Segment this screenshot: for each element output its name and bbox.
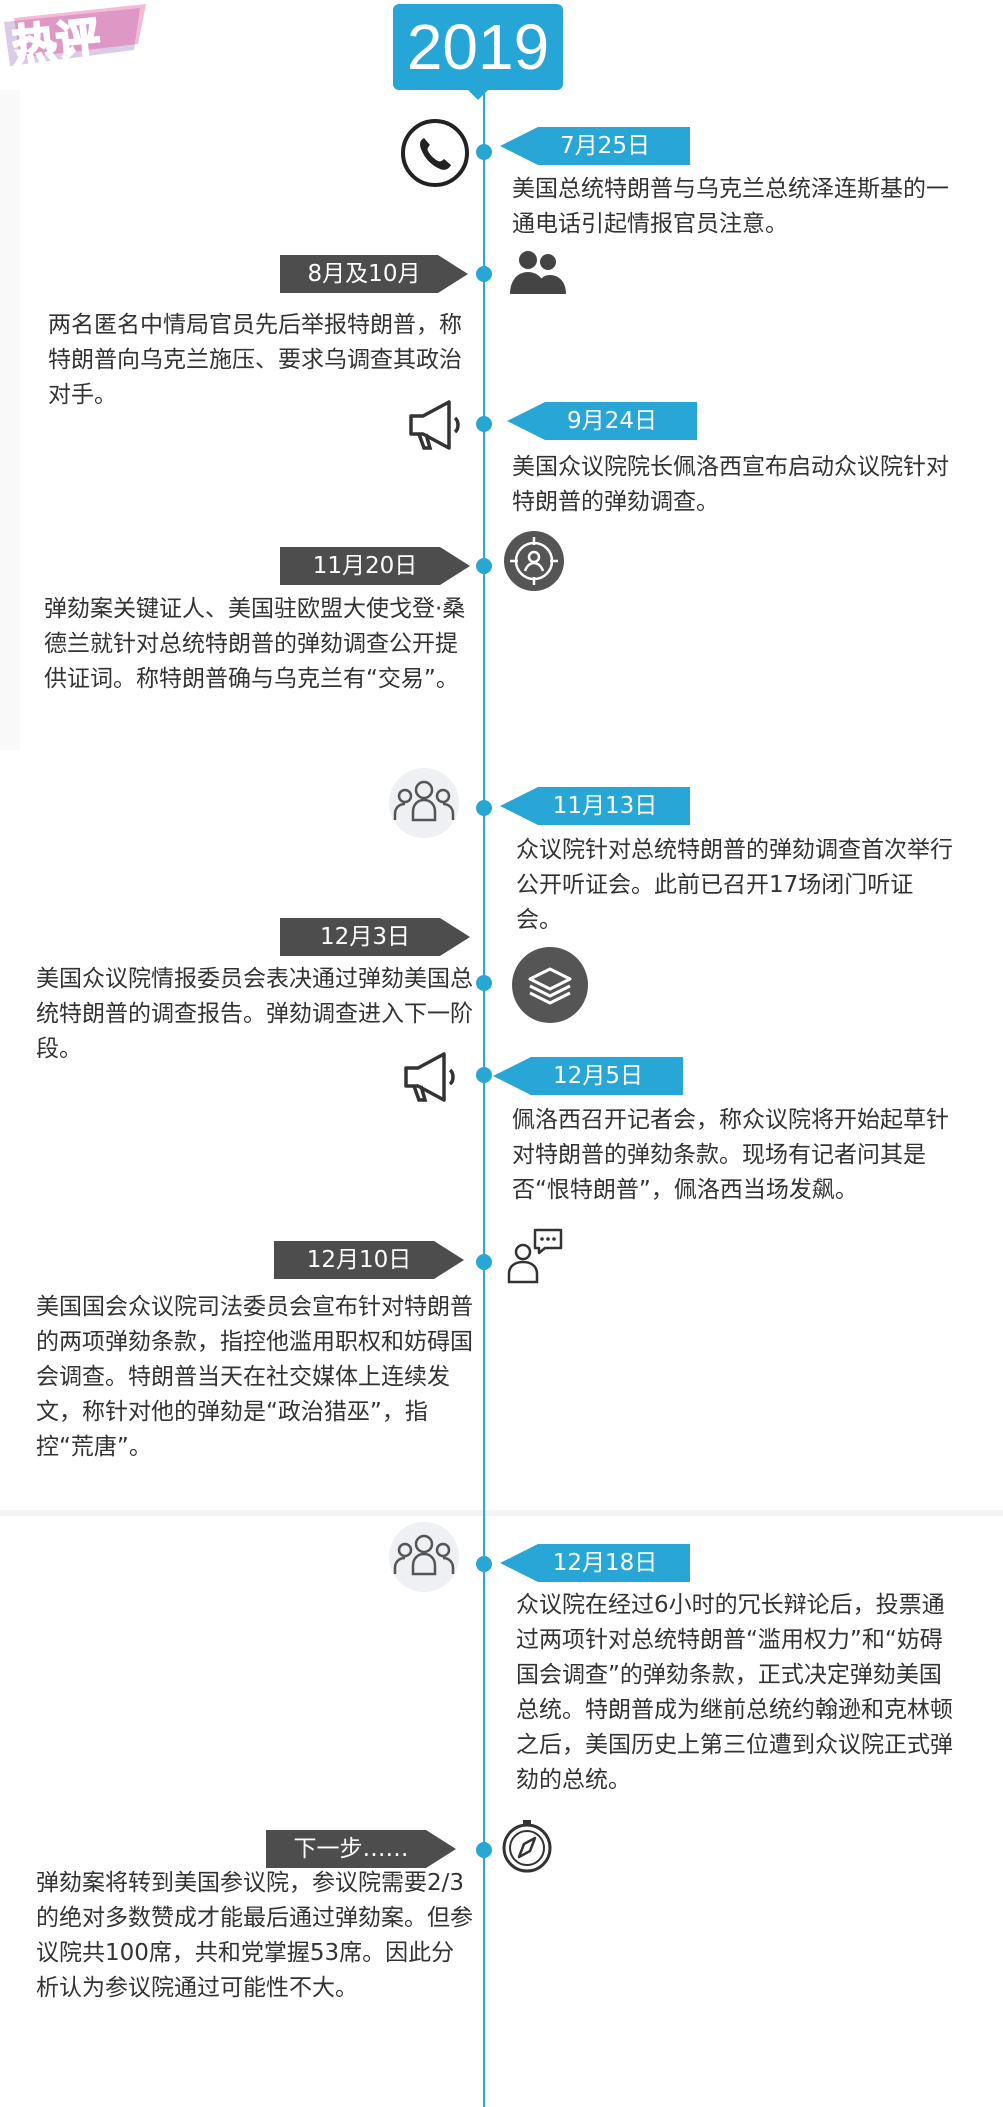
svg-text:热评: 热评 [10,13,103,73]
timeline-dot [476,1254,492,1270]
timeline-dot [476,1556,492,1572]
event-date-label: 12月3日 [280,918,470,956]
year-pointer [466,88,490,100]
speech-person-icon [505,1226,567,1286]
logo: 热评 [0,0,150,80]
event-date-label: 9月24日 [507,402,697,440]
event-date-label: 11月20日 [280,547,470,585]
timeline-dot [476,266,492,282]
event-date-label: 12月5日 [493,1057,683,1095]
event-date-label: 11月13日 [500,787,690,825]
event-date-label: 8月及10月 [280,255,468,293]
megaphone-icon [400,1050,462,1104]
timeline-dot [476,416,492,432]
event-date-label: 12月18日 [500,1544,690,1582]
year-title: 2019 [393,4,563,90]
timeline-dot [476,558,492,574]
event-description: 弹劾案关键证人、美国驻欧盟大使戈登·桑德兰就针对总统特朗普的弹劾调查公开提供证词… [44,596,466,692]
group-icon [385,768,463,838]
event-description: 美国众议院情报委员会表决通过弹劾美国总统特朗普的调查报告。弹劾调查进入下一阶段。 [36,966,473,1062]
compass-icon [499,1818,555,1874]
layers-icon [510,945,590,1025]
event-description: 弹劾案将转到美国参议院，参议院需要2/3的绝对多数赞成才能最后通过弹劾案。但参议… [36,1870,473,2001]
event-description: 佩洛西召开记者会，称众议院将开始起草针对特朗普的弹劾条款。现场有记者问其是否“恨… [512,1107,949,1203]
bg-shade [0,1510,1003,1516]
event-description: 美国众议院院长佩洛西宣布启动众议院针对特朗普的弹劾调查。 [512,454,949,515]
timeline-axis [483,90,485,2107]
phone-icon [400,118,470,188]
event-description: 美国国会众议院司法委员会宣布针对特朗普的两项弹劾条款，指控他滥用职权和妨碍国会调… [36,1294,473,1460]
event-description: 美国总统特朗普与乌克兰总统泽连斯基的一通电话引起情报官员注意。 [512,176,949,237]
group-icon [385,1522,463,1592]
target-person-icon [503,530,565,592]
timeline-dot [476,144,492,160]
event-description: 众议院在经过6小时的冗长辩论后，投票通过两项针对总统特朗普“滥用权力”和“妨碍国… [516,1592,953,1793]
bg-shade [0,90,20,750]
event-date-label: 12月10日 [274,1241,464,1279]
event-date-label: 下一步…… [266,1830,456,1868]
event-date-label: 7月25日 [500,127,690,165]
event-description: 众议院针对总统特朗普的弹劾调查首次举行公开听证会。此前已召开17场闭门听证会。 [516,837,953,933]
timeline-dot [476,1067,492,1083]
timeline-dot [476,975,492,991]
timeline-dot [476,800,492,816]
people-icon [502,248,572,296]
megaphone-icon [405,398,467,452]
event-description: 两名匿名中情局官员先后举报特朗普，称特朗普向乌克兰施压、要求乌调查其政治对手。 [48,312,462,408]
timeline-dot [476,1842,492,1858]
